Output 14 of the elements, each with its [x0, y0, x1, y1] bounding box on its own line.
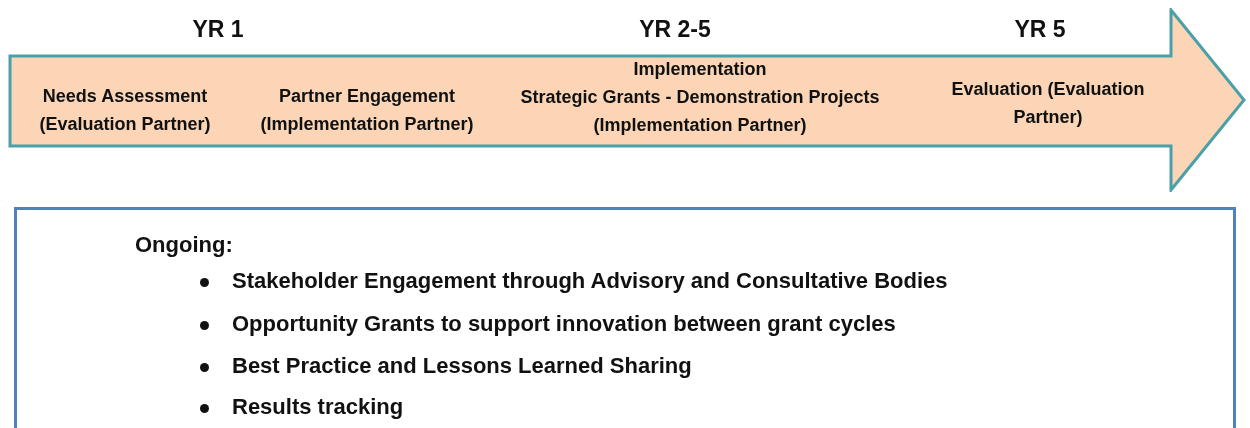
- phase-label: Partner Engagement (Implementation Partner): [259, 85, 475, 136]
- list-item: Opportunity Grants to support innovation between grant cycles: [232, 311, 896, 337]
- list-heading: Ongoing:: [135, 232, 233, 258]
- phase-label: Evaluation (Evaluation Partner): [950, 78, 1146, 129]
- list-item: Results tracking: [232, 394, 404, 420]
- ongoing-panel: [14, 207, 1236, 428]
- phase-label: Implementation: [633, 58, 767, 81]
- year-label: YR 1: [192, 16, 244, 43]
- year-label: YR 5: [1014, 16, 1066, 43]
- phase-label: Needs Assessment (Evaluation Partner): [38, 85, 212, 136]
- year-label: YR 2-5: [639, 16, 711, 43]
- list-item: Stakeholder Engagement through Advisory and Consultative Bodies: [232, 268, 948, 294]
- phase-label: Strategic Grants - Demonstration Projects (Implementation Partner): [519, 86, 881, 137]
- list-item: Best Practice and Lessons Learned Sharing: [232, 353, 692, 379]
